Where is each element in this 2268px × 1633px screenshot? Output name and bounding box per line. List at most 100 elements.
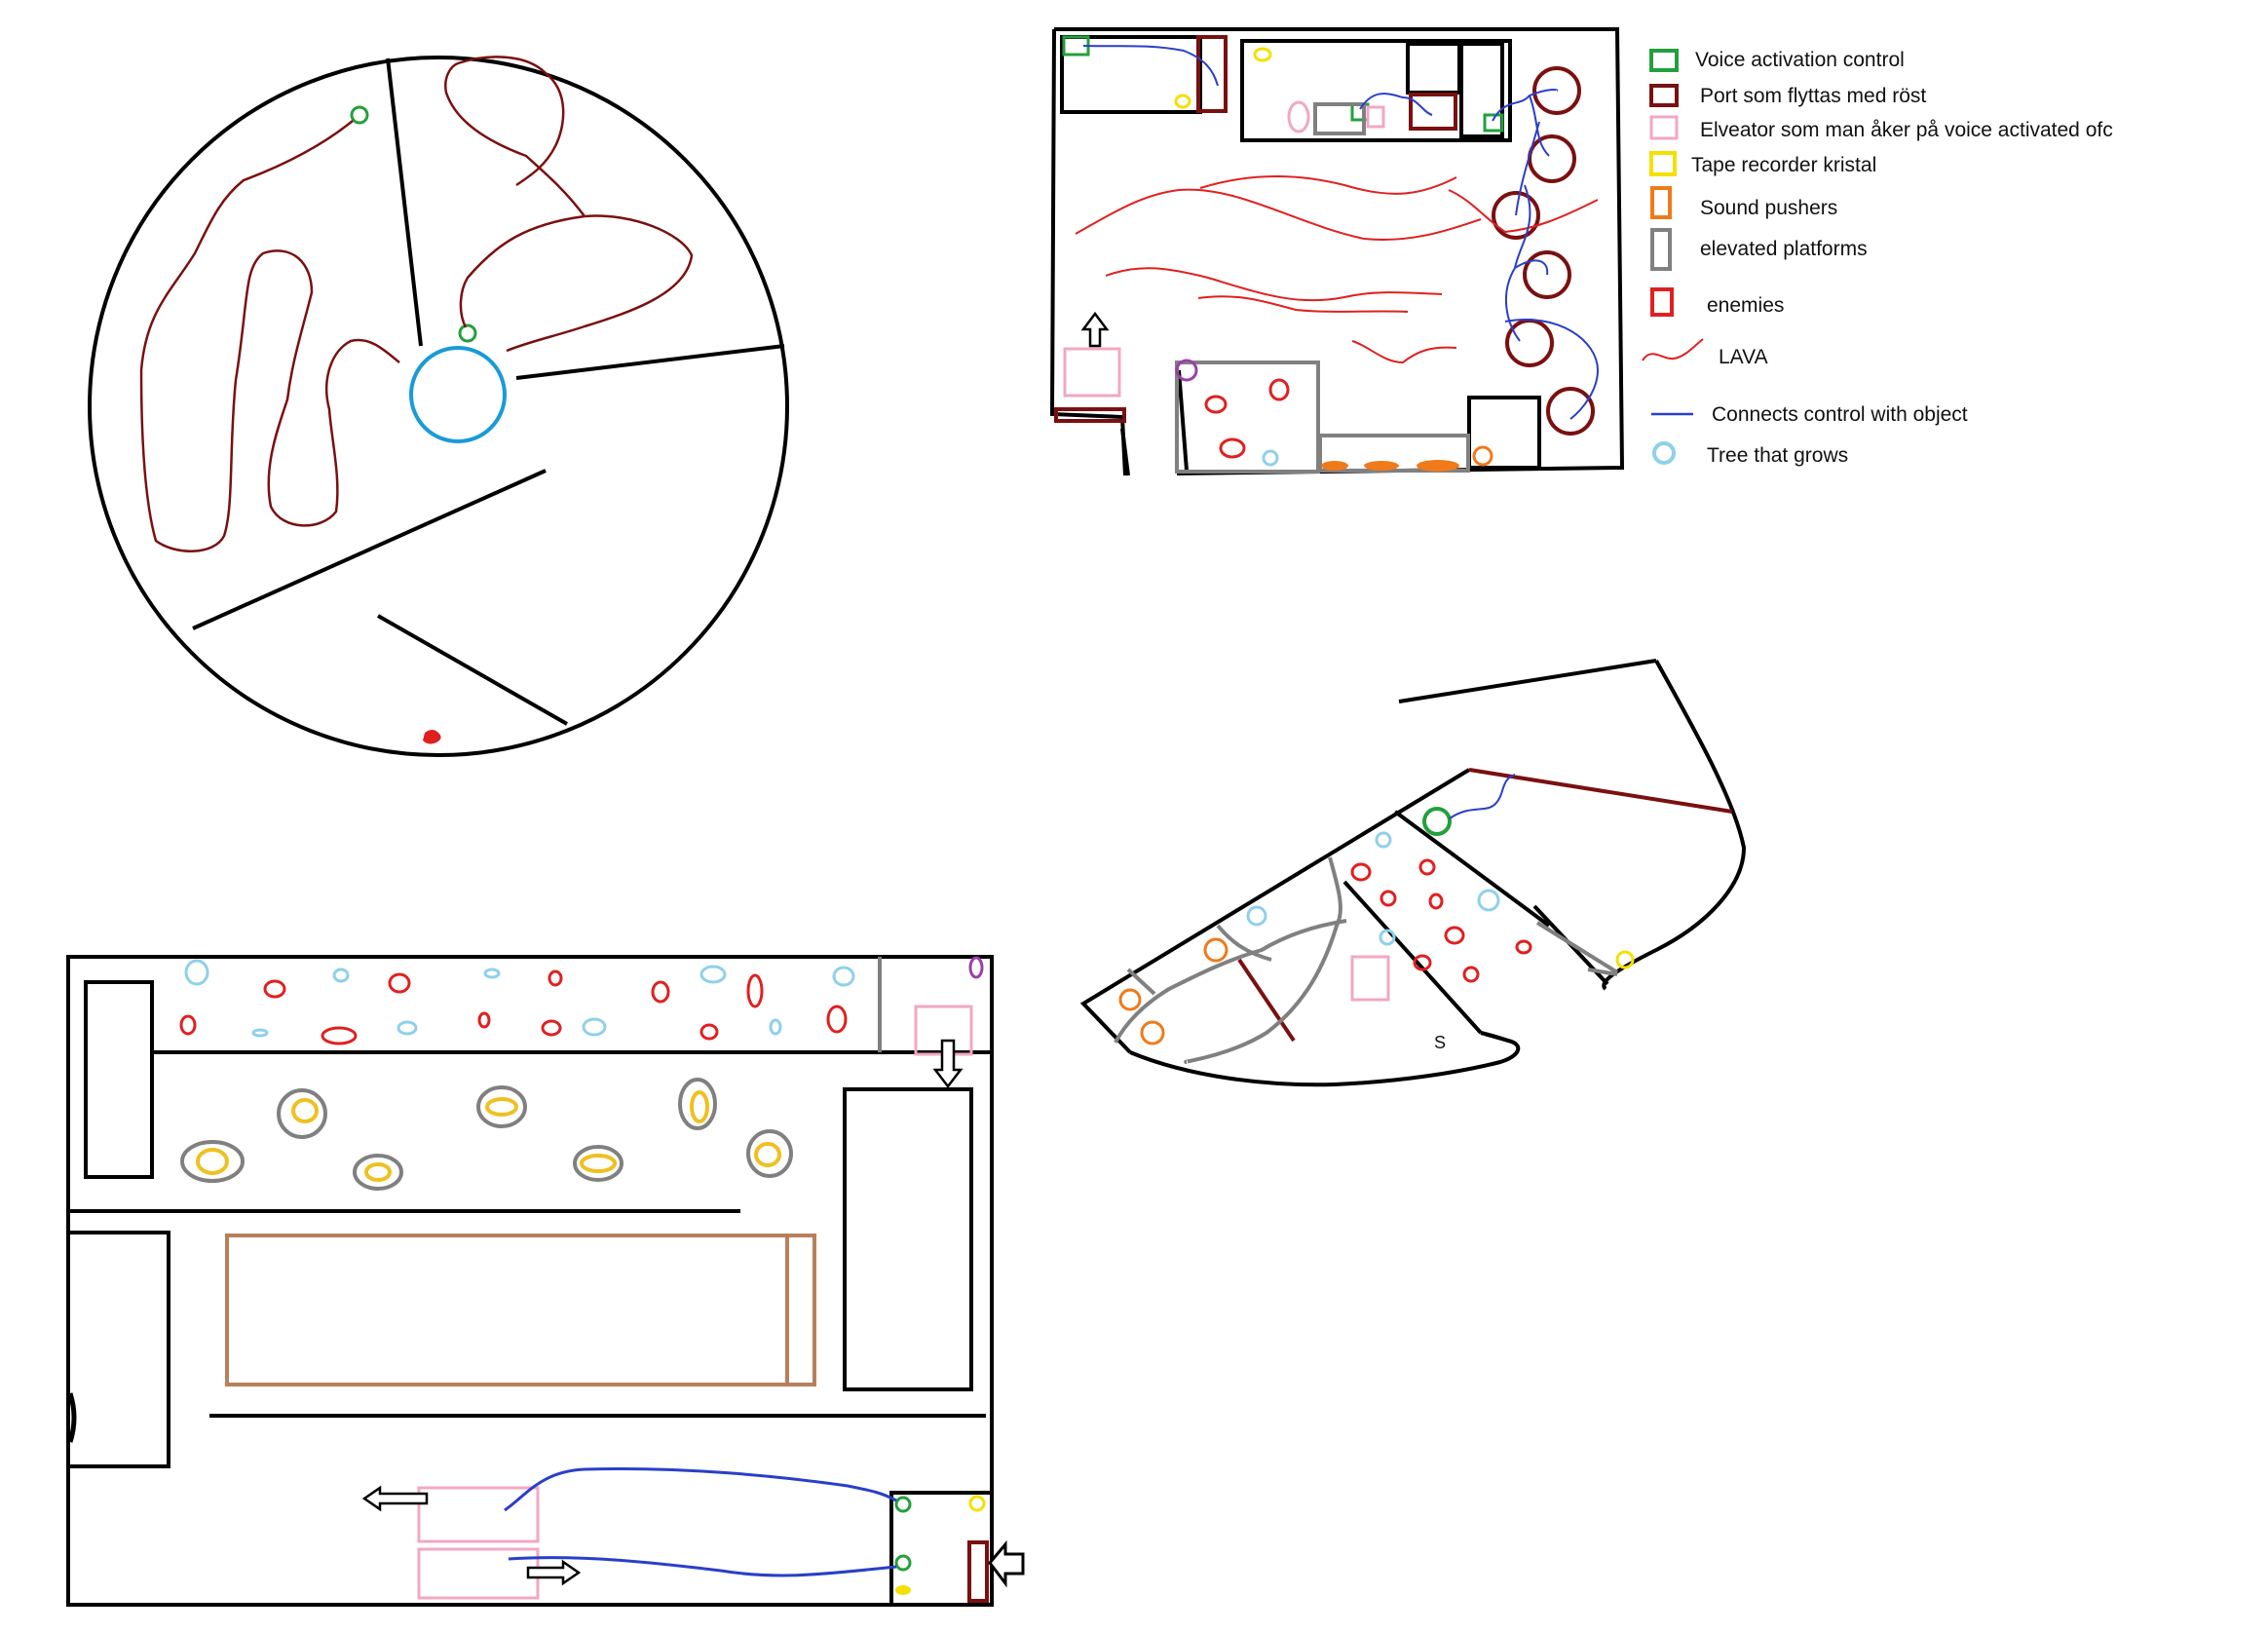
tape-recorder xyxy=(970,1497,984,1510)
grey-rect-icon xyxy=(1652,230,1670,269)
rect-level-room xyxy=(1469,398,1539,468)
port xyxy=(969,1542,987,1601)
down-arrow-icon xyxy=(935,1041,961,1086)
tree xyxy=(1479,891,1498,910)
sound-pusher-circle xyxy=(1120,990,1140,1009)
enemy xyxy=(322,1028,356,1044)
lava-path xyxy=(458,57,563,185)
left-arrow-icon xyxy=(364,1488,427,1509)
lava-path xyxy=(141,121,399,551)
fan-level-outer-wall xyxy=(1604,661,1744,989)
lava-path xyxy=(445,63,692,351)
bottom-level-room xyxy=(86,982,152,1177)
tree xyxy=(334,969,348,981)
legend-label: LAVA xyxy=(1719,346,1768,368)
port xyxy=(1198,37,1226,111)
tree xyxy=(771,1020,780,1034)
legend-label: Elveator som man åker på voice activated… xyxy=(1700,119,2113,141)
tape-recorder xyxy=(1255,49,1270,60)
legend: Voice activation control Port som flytta… xyxy=(1643,49,2113,467)
sound-pusher-circle xyxy=(1474,447,1492,465)
tree xyxy=(186,961,208,984)
yellow-square-icon xyxy=(1651,153,1675,174)
enemy xyxy=(1446,928,1463,943)
legend-label: Connects control with object xyxy=(1712,403,1968,426)
lava-stream xyxy=(1076,190,1481,240)
lava-squiggle-icon xyxy=(1643,339,1703,361)
tree xyxy=(584,1019,605,1035)
legend-label: Tree that grows xyxy=(1707,444,1848,467)
platform-with-crystal xyxy=(355,1156,401,1189)
sound-pusher xyxy=(1321,461,1348,471)
bottom-level-door xyxy=(70,1393,74,1442)
light-blue-circle-icon xyxy=(1654,443,1674,463)
enemy xyxy=(1270,380,1288,399)
tree xyxy=(398,1022,416,1034)
enemy xyxy=(1420,860,1434,874)
enemy xyxy=(1517,941,1531,953)
circular-level-wall xyxy=(516,346,784,378)
voice-control-circle xyxy=(896,1498,910,1511)
fan-level-wall xyxy=(1395,812,1549,926)
elevated-platform-line xyxy=(1537,923,1617,972)
tree xyxy=(485,969,499,977)
enemy xyxy=(479,1013,489,1027)
connection-line xyxy=(1450,775,1515,818)
platform-with-crystal xyxy=(478,1087,525,1126)
enemy xyxy=(1352,864,1370,880)
pink-square-icon xyxy=(1651,117,1677,138)
rect-level-room xyxy=(1062,37,1200,112)
circular-level xyxy=(90,57,787,755)
bottom-level-room xyxy=(68,1233,169,1466)
center-ring xyxy=(411,348,505,441)
enemy xyxy=(1381,892,1395,905)
rect-level-room xyxy=(1408,44,1459,93)
legend-label: Tape recorder kristal xyxy=(1691,154,1876,176)
circular-level-wall xyxy=(378,616,567,724)
enemy xyxy=(828,1006,846,1032)
enemy xyxy=(1221,439,1244,457)
port-line xyxy=(1239,960,1294,1041)
elevator-ellipse xyxy=(1289,102,1308,132)
start-label: S xyxy=(1434,1033,1446,1052)
purple-marker xyxy=(970,958,982,977)
lava-stream xyxy=(1200,176,1456,194)
enemy xyxy=(543,1021,560,1035)
left-arrow-icon xyxy=(990,1544,1023,1583)
voice-control-circle xyxy=(460,325,475,341)
bottom-level-room xyxy=(845,1089,971,1389)
right-arrow-icon xyxy=(528,1562,579,1583)
lava-stream xyxy=(1198,296,1408,312)
enemy xyxy=(265,981,284,997)
elevated-platform xyxy=(1177,362,1318,472)
fan-level: S xyxy=(1083,661,1744,1084)
platform-with-crystal xyxy=(279,1090,325,1137)
tree xyxy=(834,968,853,985)
enemy xyxy=(1206,397,1226,412)
enemy xyxy=(701,1025,717,1039)
elevator xyxy=(1368,107,1383,127)
enemy xyxy=(1430,894,1442,908)
tree xyxy=(1264,451,1277,465)
circular-level-wall xyxy=(388,58,421,346)
lava-stream xyxy=(1449,190,1598,232)
elevator xyxy=(419,1488,538,1541)
enemy xyxy=(748,975,762,1006)
tape-recorder xyxy=(895,1585,911,1595)
legend-label: Voice activation control xyxy=(1695,49,1905,71)
port-circle xyxy=(1548,389,1593,434)
voice-control-circle xyxy=(896,1556,910,1570)
fan-level-wall xyxy=(1399,661,1656,702)
fan-level-outer-wall xyxy=(1130,1033,1518,1084)
port-circle xyxy=(1530,136,1574,181)
platform-with-crystal xyxy=(182,1142,243,1181)
connection-line xyxy=(1360,94,1432,115)
bridge xyxy=(227,1235,814,1385)
voice-control-circle xyxy=(1424,809,1450,834)
tree xyxy=(253,1030,267,1036)
port-line xyxy=(1469,770,1732,812)
bottom-level xyxy=(68,957,1023,1605)
elevator xyxy=(1352,957,1388,1000)
elevator xyxy=(1065,349,1119,396)
